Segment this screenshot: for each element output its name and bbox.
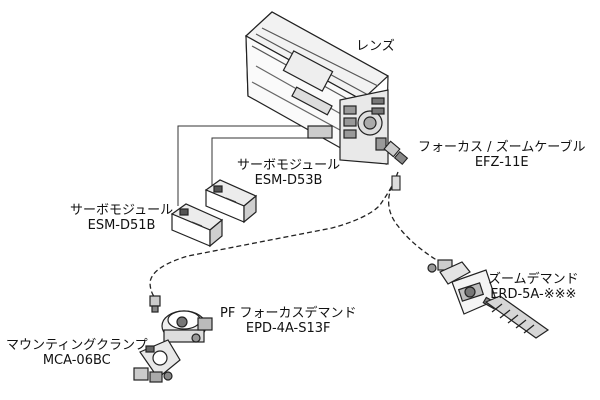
mounting-clamp-drawing [133,339,181,383]
servo-module-d51-label: サーボモジュール ESM-D51B [70,203,173,233]
pf-focus-demand-label: PF フォーカスデマンド EPD-4A-S13F [220,306,356,336]
mounting-clamp-label: マウンティングクランプ MCA-06BC [6,338,148,368]
servo-module-d53-label: サーボモジュール ESM-D53B [237,158,340,188]
zoom-demand-label: ズームデマンド ERD-5A-※※※ [488,272,579,302]
zoom-demand-drawing [427,259,550,339]
servo-module-d53-model: ESM-D53B [254,173,323,188]
zoom-demand-model: ERD-5A-※※※ [490,287,577,302]
pf-focus-demand-name: PF フォーカスデマンド [220,306,357,321]
cable-connector-drawing [383,140,409,191]
servo-module-d51-model: ESM-D51B [87,218,156,233]
mounting-clamp-model: MCA-06BC [42,353,111,368]
pf-focus-demand-model: EPD-4A-S13F [245,321,331,336]
mounting-clamp-name: マウンティングクランプ [6,338,148,353]
lens-label: レンズ [356,39,395,54]
lens-name: レンズ [356,39,395,54]
focus-zoom-cable-model: EFZ-11E [474,155,529,170]
lens-drawing [244,11,390,165]
focus-zoom-cable-name: フォーカス / ズームケーブル [418,140,586,155]
servo-module-d51-name: サーボモジュール [70,203,174,218]
pf-focus-demand-drawing [149,295,213,343]
servo-module-d53-name: サーボモジュール [237,158,341,173]
servo-module-d53-drawing [204,179,258,224]
servo-module-d51-drawing [170,203,224,248]
cable-to-zoom-demand [387,185,441,263]
servo-leader-lines [177,125,330,206]
focus-zoom-cable-label: フォーカス / ズームケーブル EFZ-11E [418,140,585,170]
cable-to-pf-demand [149,171,399,299]
cable-lines [149,171,441,299]
zoom-demand-name: ズームデマンド [488,272,579,287]
